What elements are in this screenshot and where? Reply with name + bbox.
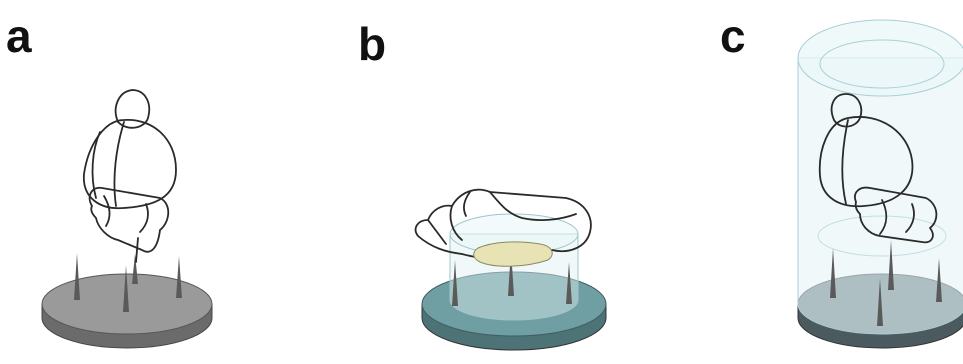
panel-c: c (720, 10, 963, 348)
panel-a: a (6, 10, 212, 348)
panel-c-label: c (720, 10, 746, 62)
panel-b-label: b (358, 18, 386, 70)
panel-b-tissue-section (474, 242, 552, 266)
panel-b-gel-cylinder (450, 214, 578, 320)
panel-a-label: a (6, 10, 32, 62)
panel-a-brain (84, 90, 176, 262)
panel-b: b (358, 18, 606, 350)
